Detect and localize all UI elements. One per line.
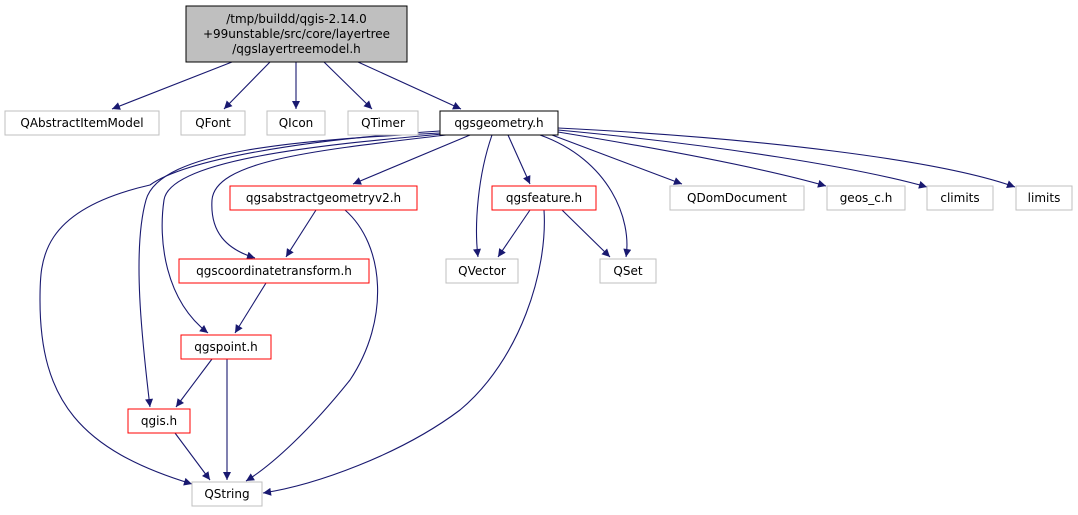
node-box-root — [185, 5, 408, 63]
node-qset[interactable]: QSet — [599, 258, 657, 284]
node-qtimer[interactable]: QTimer — [347, 110, 419, 136]
edge-qgsgeometry-to-qgspoint — [161, 133, 444, 334]
node-climits[interactable]: climits — [926, 185, 994, 211]
node-label-qvector: QVector — [458, 264, 506, 278]
edge-root-to-qtimer — [323, 61, 373, 110]
node-qgscoordinatetransform[interactable]: qgscoordinatetransform.h — [178, 258, 370, 284]
node-label-root: /tmp/buildd/qgis-2.14.0 — [226, 12, 367, 26]
node-box-qdomdocument — [669, 185, 805, 211]
node-root[interactable]: /tmp/buildd/qgis-2.14.0+99unstable/src/c… — [185, 5, 408, 63]
edge-qgsgeometry-to-geos_c — [557, 131, 827, 188]
edge-qgsgeometry-to-qgis — [138, 132, 441, 408]
node-qicon[interactable]: QIcon — [266, 110, 326, 136]
node-box-qgspoint — [180, 334, 272, 360]
node-label-root: /qgslayertreemodel.h — [232, 42, 361, 56]
node-box-qicon — [266, 110, 326, 136]
edge-qgsgeometry-to-climits — [557, 129, 928, 189]
node-label-qgis: qgis.h — [141, 414, 177, 428]
node-label-qtimer: QTimer — [361, 116, 405, 130]
node-label-qset: QSet — [613, 264, 642, 278]
edge-qgsfeature-to-qstring — [262, 209, 545, 496]
node-label-qabstractitemmodel: QAbstractItemModel — [20, 116, 143, 130]
edge-qgsgeometry-to-qset — [539, 134, 632, 258]
node-geos_c[interactable]: geos_c.h — [826, 185, 906, 211]
nodes-layer: /tmp/buildd/qgis-2.14.0+99unstable/src/c… — [4, 5, 1073, 507]
node-box-geos_c — [826, 185, 906, 211]
node-label-qgspoint: qgspoint.h — [194, 340, 258, 354]
node-label-qstring: QString — [204, 487, 249, 501]
edge-qgsabstractgeometryv2-to-qgscoordinatetransform — [285, 209, 317, 258]
edge-root-to-qgsgeometry — [357, 61, 462, 110]
edge-qgsabstractgeometryv2-to-qstring — [245, 209, 379, 482]
edge-qgsgeometry-to-qgsabstractgeometryv2 — [352, 134, 471, 185]
node-qgsabstractgeometryv2[interactable]: qgsabstractgeometryv2.h — [229, 185, 418, 211]
node-box-qtimer — [347, 110, 419, 136]
edge-qgspoint-to-qgis — [175, 358, 213, 408]
node-box-qgis — [127, 408, 191, 434]
node-label-qdomdocument: QDomDocument — [687, 191, 787, 205]
node-qdomdocument[interactable]: QDomDocument — [669, 185, 805, 211]
node-box-limits — [1015, 185, 1073, 211]
edge-root-to-qabstractitemmodel — [111, 61, 233, 110]
edge-qgsgeometry-to-limits — [557, 127, 1016, 189]
edge-qgscoordinatetransform-to-qgspoint — [234, 282, 267, 334]
node-qabstractitemmodel[interactable]: QAbstractItemModel — [4, 110, 160, 136]
edge-qgsgeometry-to-qvector — [473, 134, 493, 258]
node-qvector[interactable]: QVector — [445, 258, 519, 284]
node-label-root: +99unstable/src/core/layertree — [203, 27, 390, 41]
edge-qgsgeometry-to-qstring — [39, 130, 441, 486]
edges-layer — [39, 61, 1016, 496]
node-label-qgsfeature: qgsfeature.h — [506, 191, 582, 205]
edge-qgsgeometry-to-qgsfeature — [507, 134, 531, 185]
node-box-qset — [599, 258, 657, 284]
node-label-qgsabstractgeometryv2: qgsabstractgeometryv2.h — [246, 191, 401, 205]
edge-qgsgeometry-to-qdomdocument — [551, 134, 683, 185]
node-box-qgscoordinatetransform — [178, 258, 370, 284]
node-box-qgsgeometry — [439, 110, 559, 136]
node-qgspoint[interactable]: qgspoint.h — [180, 334, 272, 360]
node-box-qvector — [445, 258, 519, 284]
edge-qgis-to-qstring — [174, 432, 211, 481]
node-limits[interactable]: limits — [1015, 185, 1073, 211]
node-label-limits: limits — [1028, 191, 1061, 205]
node-box-climits — [926, 185, 994, 211]
node-label-qgsgeometry: qgsgeometry.h — [454, 116, 543, 130]
node-label-geos_c: geos_c.h — [840, 191, 893, 205]
node-qgsfeature[interactable]: qgsfeature.h — [491, 185, 597, 211]
node-qgis[interactable]: qgis.h — [127, 408, 191, 434]
node-qstring[interactable]: QString — [191, 481, 263, 507]
node-qgsgeometry[interactable]: qgsgeometry.h — [439, 110, 559, 136]
edge-qgsfeature-to-qvector — [497, 209, 531, 258]
node-box-qstring — [191, 481, 263, 507]
edge-qgsgeometry-to-qgscoordinatetransform — [211, 134, 447, 260]
node-box-qgsfeature — [491, 185, 597, 211]
node-label-qgscoordinatetransform: qgscoordinatetransform.h — [196, 264, 352, 278]
node-label-qicon: QIcon — [279, 116, 314, 130]
node-label-climits: climits — [940, 191, 979, 205]
node-box-qabstractitemmodel — [4, 110, 160, 136]
edge-root-to-qfont — [223, 61, 271, 110]
node-qfont[interactable]: QFont — [180, 110, 246, 136]
node-box-qgsabstractgeometryv2 — [229, 185, 418, 211]
node-box-qfont — [180, 110, 246, 136]
edge-qgsfeature-to-qset — [561, 209, 611, 258]
node-label-qfont: QFont — [195, 116, 231, 130]
